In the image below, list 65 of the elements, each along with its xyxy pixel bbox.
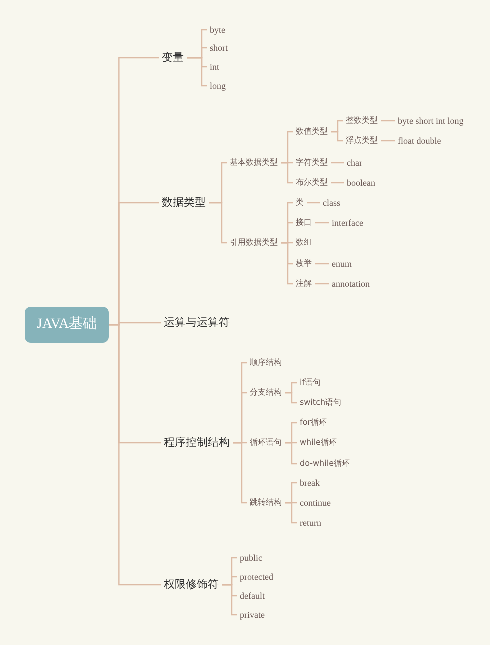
connector-line [281,242,293,285]
connector-line [381,140,395,142]
connector-line [222,584,237,616]
connector-line [331,162,344,164]
connector-line [381,120,395,122]
subtopic: 循环语句 [250,438,282,448]
root-topic-box: JAVA基础 [25,306,110,344]
leaf-topic: switch语句 [300,398,342,408]
leaf-topic: boolean [347,178,376,188]
leaf-topic: default [240,590,265,602]
leaf-topic: byte short int long [398,116,464,126]
leaf-topic: while循环 [300,438,337,448]
leaf-topic: byte [210,24,226,36]
leaf-topic: private [240,610,265,620]
subtopic: 浮点类型 [346,136,378,146]
subtopic: 注解 [296,279,312,289]
connector-line [331,182,344,184]
subtopic: 引用数据类型 [230,238,278,248]
leaf-topic: 数组 [296,238,312,248]
subtopic: 类 [296,198,304,208]
subtopic: 枚举 [296,259,312,269]
leaf-topic: class [323,198,340,208]
main-topic: 数据类型 [162,196,206,210]
connector-line [307,202,320,204]
subtopic: 布尔类型 [296,178,328,188]
main-topic: 变量 [162,51,184,65]
leaf-topic: protected [240,572,274,582]
connector-line [285,442,297,465]
connector-line [331,131,343,142]
subtopic: 基本数据类型 [230,158,278,168]
connector-line [233,442,247,504]
main-topic: 运算与运算符 [164,316,230,330]
main-topic: 权限修饰符 [164,578,219,592]
leaf-topic: continue [300,498,331,508]
connector-line [315,263,329,265]
leaf-topic: 顺序结构 [250,358,282,368]
connector-line [109,324,161,586]
subtopic: 字符类型 [296,158,328,168]
leaf-topic: long [210,80,226,92]
connector-line [315,283,329,285]
leaf-topic: return [300,518,322,528]
main-topic: 程序控制结构 [164,436,230,450]
connector-line [315,222,329,224]
subtopic: 分支结构 [250,388,282,398]
leaf-topic: public [240,552,262,564]
connector-line [285,502,297,524]
connector-line [187,57,207,87]
leaf-topic: int [210,62,220,72]
leaf-topic: char [347,158,362,168]
leaf-topic: for循环 [300,418,327,428]
leaf-topic: break [300,478,320,488]
leaf-topic: enum [332,258,352,270]
leaf-topic: short [210,42,228,54]
connector-line [285,392,297,404]
leaf-topic: float double [398,136,442,146]
leaf-topic: if语句 [300,378,322,388]
subtopic: 整数类型 [346,116,378,126]
connector-line [281,162,293,184]
leaf-topic: interface [332,218,364,228]
leaf-topic: annotation [332,278,370,290]
subtopic: 跳转结构 [250,498,282,508]
connector-line [209,202,227,244]
subtopic: 接口 [296,218,312,228]
leaf-topic: do-while循环 [300,459,350,469]
subtopic: 数值类型 [296,127,328,137]
